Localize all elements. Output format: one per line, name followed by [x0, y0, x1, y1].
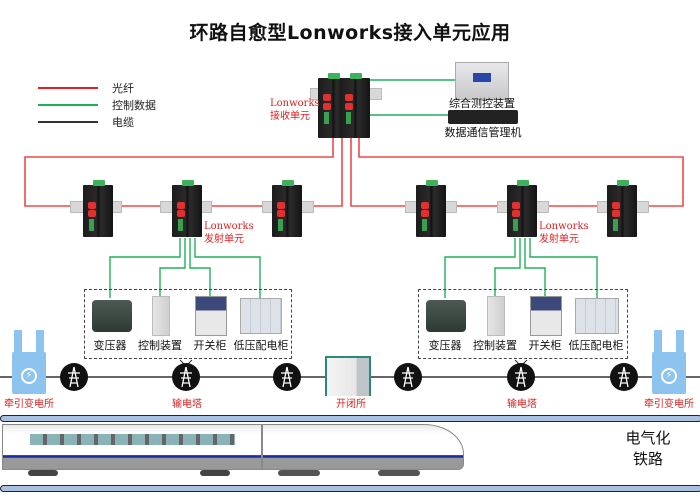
train-bogie [278, 470, 320, 476]
fiber-line-left-inner [300, 135, 343, 207]
switching-station-image [325, 356, 371, 396]
control-line-r-switchgear [524, 238, 546, 298]
diagram-title: 环路自愈型Lonworks接入单元应用 [189, 22, 511, 44]
equipment-label: 变压器 [93, 339, 127, 352]
transmitter-node-l1 [83, 180, 113, 237]
insulator-icon [36, 330, 44, 352]
railway-label-line1: 电气化 [625, 429, 671, 447]
transmission-tower-icon [507, 363, 535, 391]
control-device-image [487, 296, 505, 336]
tower-left-label: 输电塔 [172, 399, 202, 410]
control-line-l-transformer [109, 238, 181, 298]
switch-station-label: 开闭所 [336, 399, 366, 410]
data-comm-manager-device [448, 110, 518, 124]
transmitter-node-r3 [607, 180, 637, 237]
legend-cable-line [38, 121, 98, 123]
host-device-2-label: 数据通信管理机 [444, 126, 522, 139]
insulator-icon [14, 330, 22, 352]
traction-substation-left: ⚡ [12, 352, 46, 394]
equipment-group-right [418, 289, 628, 359]
equipment-label: 变压器 [428, 339, 462, 352]
legend-control-label: 控制数据 [112, 99, 156, 112]
integrated-monitoring-device [455, 62, 509, 100]
transmitter-label-right: Lonworks 发射单元 [539, 220, 589, 246]
switchgear-image [530, 296, 562, 336]
receiver-label-line1: Lonworks [270, 98, 320, 109]
control-line-r-transformer [444, 238, 516, 298]
equipment-label: 开关柜 [193, 339, 227, 352]
transmitter-node-r2 [507, 180, 537, 237]
train-bogie [28, 470, 58, 476]
fiber-line-right-inner [350, 135, 415, 207]
control-line-l-switchgear [189, 238, 211, 298]
transmission-tower-icon [172, 363, 200, 391]
transmitter-label-right-line2: 发射单元 [539, 234, 579, 245]
transmitter-node-r1 [416, 180, 446, 237]
receiver-label: Lonworks 接收单元 [270, 97, 320, 123]
transmission-tower-icon [60, 363, 88, 391]
train-bogie [378, 470, 420, 476]
traction-substation-right: ⚡ [652, 352, 686, 394]
transformer-image [92, 300, 132, 332]
legend-cable-label: 电缆 [112, 116, 134, 129]
transmission-tower-icon [394, 363, 422, 391]
control-line-l-lv [194, 238, 261, 298]
train-windows [30, 434, 235, 445]
control-line-r-lv [529, 238, 598, 298]
train-bogie [200, 470, 230, 476]
rail-top [0, 415, 700, 422]
train-car [2, 424, 262, 470]
lightning-icon: ⚡ [21, 368, 37, 384]
substation-left-label: 牵引变电所 [4, 399, 54, 410]
receiver-label-line2: 接收单元 [270, 111, 310, 122]
transmitter-label-left-line1: Lonworks [204, 221, 254, 232]
transformer-image [426, 300, 466, 332]
transmitter-label-left: Lonworks 发射单元 [204, 220, 254, 246]
lightning-icon: ⚡ [661, 368, 677, 384]
switchgear-image [195, 296, 227, 336]
railway-label-line2: 铁路 [632, 450, 663, 468]
transmitter-label-left-line2: 发射单元 [204, 234, 244, 245]
control-line-l-controller [159, 238, 186, 298]
equipment-label: 开关柜 [528, 339, 562, 352]
equipment-label: 低压配电柜 [233, 339, 289, 352]
lv-cabinet-image [575, 298, 619, 334]
equipment-label: 控制装置 [473, 339, 517, 352]
transmission-tower-icon [273, 363, 301, 391]
equipment-label: 控制装置 [138, 339, 182, 352]
transmitter-node-l3 [272, 180, 302, 237]
insulator-icon [654, 330, 662, 352]
equipment-label: 低压配电柜 [568, 339, 624, 352]
lv-cabinet-image [240, 298, 282, 334]
legend-fiber-label: 光纤 [112, 82, 134, 95]
transmission-tower-icon [610, 363, 638, 391]
host-device-1-label: 综合测控装置 [449, 97, 515, 110]
fiber-line-right-outer [358, 135, 684, 207]
receiver-module-2 [340, 73, 370, 138]
control-device-image [152, 296, 170, 336]
legend-fiber-line [38, 87, 98, 89]
transmitter-label-right-line1: Lonworks [539, 221, 589, 232]
legend-control-line [38, 104, 98, 106]
rail-bottom [0, 485, 700, 492]
tower-right-label: 输电塔 [507, 399, 537, 410]
equipment-group-left [84, 289, 292, 359]
control-line-r-controller [494, 238, 521, 298]
train-locomotive [262, 424, 464, 470]
substation-right-label: 牵引变电所 [644, 399, 694, 410]
railway-label: 电气化 铁路 [618, 428, 678, 470]
fiber-line-left-outer [24, 135, 334, 207]
transmitter-node-l2 [172, 180, 202, 237]
insulator-icon [676, 330, 684, 352]
